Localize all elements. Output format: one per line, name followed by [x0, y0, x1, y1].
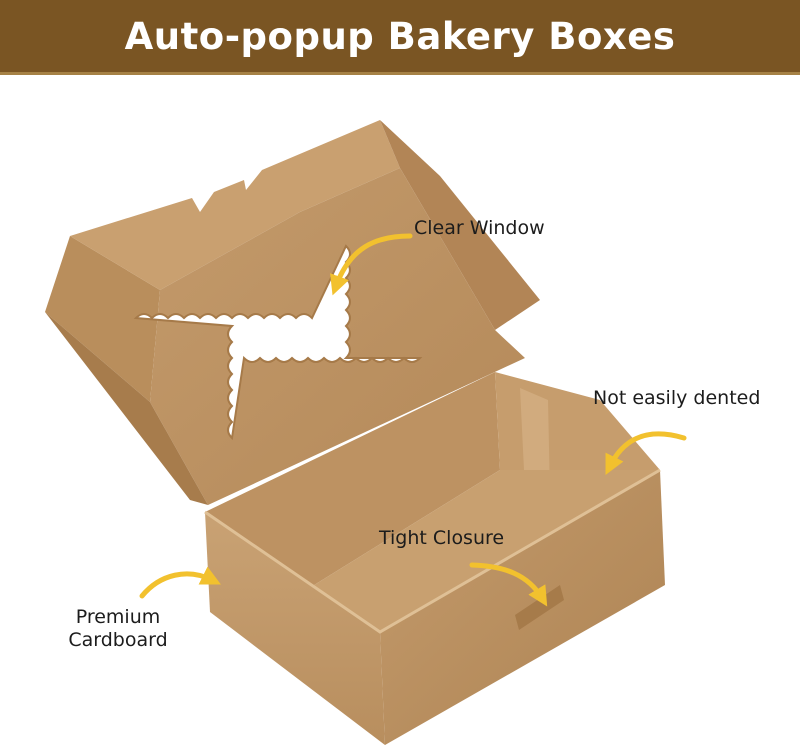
- lid-top-rim: [70, 120, 400, 290]
- callout-premium-line1: Premium: [75, 606, 161, 628]
- callout-clear-window: Clear Window: [414, 217, 545, 239]
- curved-arrow-icon: [469, 562, 548, 607]
- callout-not-easily-dented: Not easily dented: [593, 387, 761, 409]
- tight-closure-slot: [515, 585, 564, 630]
- base-floor: [290, 470, 660, 632]
- base-front-wall: [205, 512, 385, 745]
- curved-arrow-icon: [605, 431, 687, 475]
- callout-premium-line2: Cardboard: [68, 629, 168, 651]
- banner-title: Auto-popup Bakery Boxes: [124, 14, 676, 58]
- lid-front-edge: [45, 312, 208, 505]
- callout-premium-cardboard: Premium Cardboard: [54, 606, 182, 652]
- base-corner-flap: [520, 388, 550, 495]
- base: [204, 372, 665, 745]
- curved-arrow-icon: [139, 566, 221, 599]
- clear-window: [133, 244, 423, 441]
- base-back-wall: [205, 372, 500, 600]
- title-banner: Auto-popup Bakery Boxes: [0, 0, 800, 72]
- curved-arrow-icon: [330, 233, 413, 296]
- base-right-front-wall: [380, 470, 665, 745]
- lid-right-rim: [380, 120, 540, 330]
- lid-left-side: [45, 236, 160, 402]
- lid: [45, 120, 540, 505]
- callout-tight-closure: Tight Closure: [379, 527, 505, 549]
